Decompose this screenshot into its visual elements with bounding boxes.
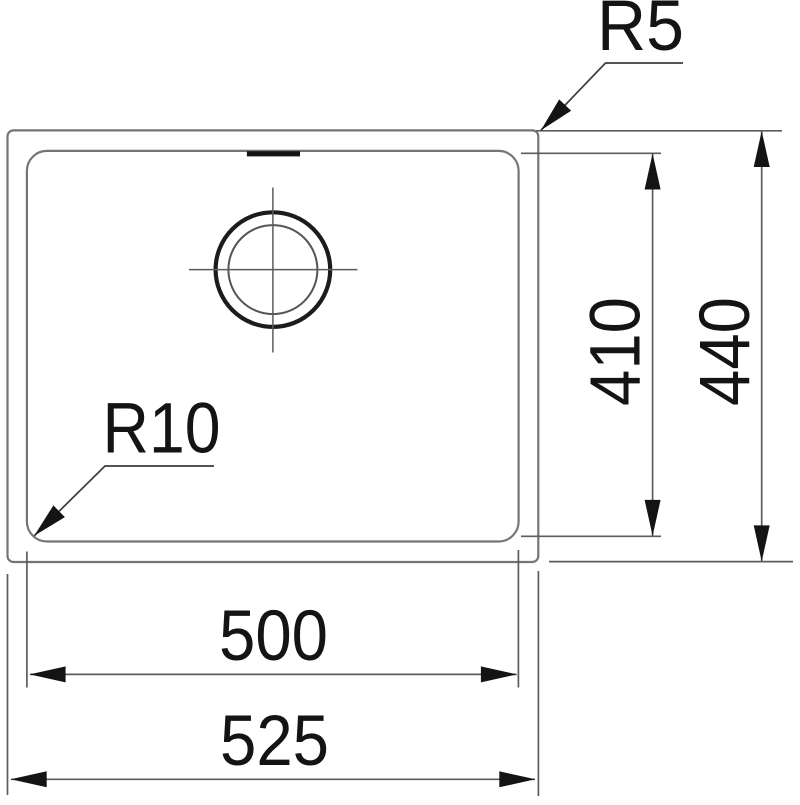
svg-text:500: 500	[219, 597, 328, 676]
svg-text:R5: R5	[597, 0, 684, 66]
svg-text:525: 525	[220, 702, 329, 781]
svg-text:410: 410	[577, 297, 656, 406]
svg-text:440: 440	[686, 297, 765, 406]
svg-text:R10: R10	[103, 390, 221, 469]
